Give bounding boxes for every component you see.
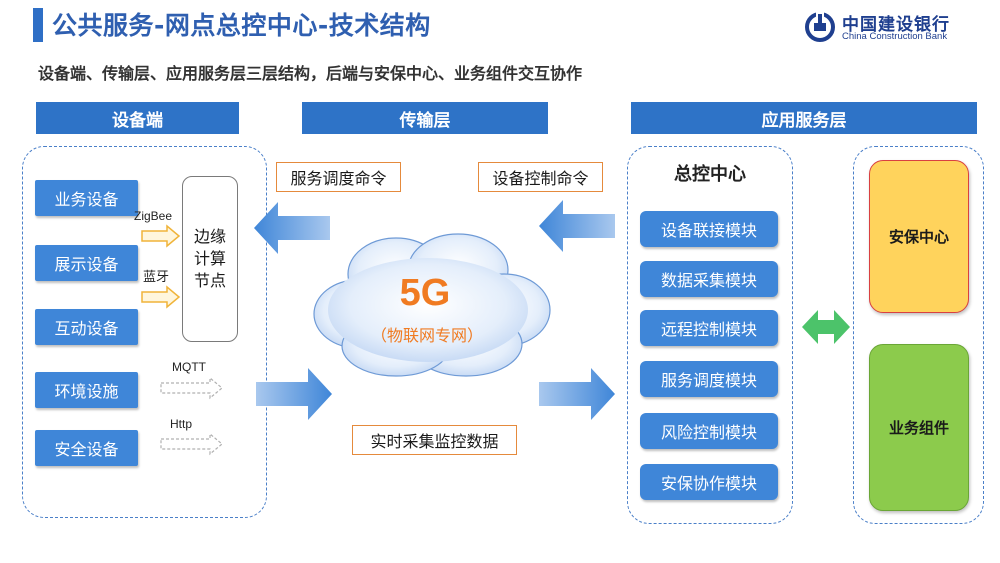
module-device-connect: 设备联接模块	[640, 211, 778, 247]
device-business: 业务设备	[35, 180, 138, 216]
security-center-box: 安保中心	[869, 160, 969, 313]
device-security: 安全设备	[35, 430, 138, 466]
control-center-panel	[627, 146, 793, 524]
device-panel	[22, 146, 267, 518]
zigbee-arrow-icon	[141, 224, 181, 248]
ccb-logo-icon	[805, 12, 835, 42]
protocol-http: Http	[170, 417, 193, 431]
services-panel	[853, 146, 984, 524]
module-data-collect: 数据采集模块	[640, 261, 778, 297]
column-header-transport: 传输层	[302, 102, 548, 134]
module-risk-control: 风险控制模块	[640, 413, 778, 449]
page-subtitle: 设备端、传输层、应用服务层三层结构，后端与安保中心、业务组件交互协作	[38, 64, 583, 83]
realtime-data-label: 实时采集监控数据	[352, 425, 517, 455]
edge-compute-node-label: 边缘计算节点	[193, 227, 226, 290]
column-header-app: 应用服务层	[631, 102, 977, 134]
network-5g-label: 5G	[399, 272, 451, 314]
column-header-device: 设备端	[36, 102, 239, 134]
device-environment: 环境设施	[35, 372, 138, 408]
module-service-dispatch: 服务调度模块	[640, 361, 778, 397]
command-left-arrow-icon	[254, 202, 330, 254]
module-remote-control: 远程控制模块	[640, 310, 778, 346]
bidirectional-arrow-icon	[802, 310, 850, 344]
logo-name-en: China Construction Bank	[842, 31, 948, 42]
edge-compute-node: 边缘计算节点	[182, 176, 238, 342]
bluetooth-arrow-icon	[141, 285, 181, 309]
security-center-label: 安保中心	[888, 228, 949, 246]
http-arrow-icon	[160, 432, 223, 456]
data-right-arrow-icon	[256, 368, 332, 420]
service-dispatch-command-label: 服务调度命令	[276, 162, 401, 192]
control-left-arrow-icon	[539, 200, 615, 252]
business-component-label: 业务组件	[888, 419, 949, 437]
network-iot-label: （物联网专网）	[370, 326, 483, 345]
logo-name-cn: 中国建设银行	[842, 15, 950, 35]
business-component-box: 业务组件	[869, 344, 969, 511]
protocol-zigbee: ZigBee	[134, 209, 173, 223]
device-control-command-label: 设备控制命令	[478, 162, 603, 192]
control-center-title: 总控中心	[674, 164, 746, 185]
page-title: 公共服务-网点总控中心-技术结构	[52, 11, 431, 40]
upload-right-arrow-icon	[539, 368, 615, 420]
device-display: 展示设备	[35, 245, 138, 281]
protocol-bluetooth: 蓝牙	[143, 269, 170, 284]
network-cloud-icon	[313, 233, 551, 377]
device-interactive: 互动设备	[35, 309, 138, 345]
mqtt-arrow-icon	[160, 376, 223, 400]
title-accent-bar	[33, 8, 43, 42]
protocol-mqtt: MQTT	[172, 360, 206, 374]
module-security-collab: 安保协作模块	[640, 464, 778, 500]
